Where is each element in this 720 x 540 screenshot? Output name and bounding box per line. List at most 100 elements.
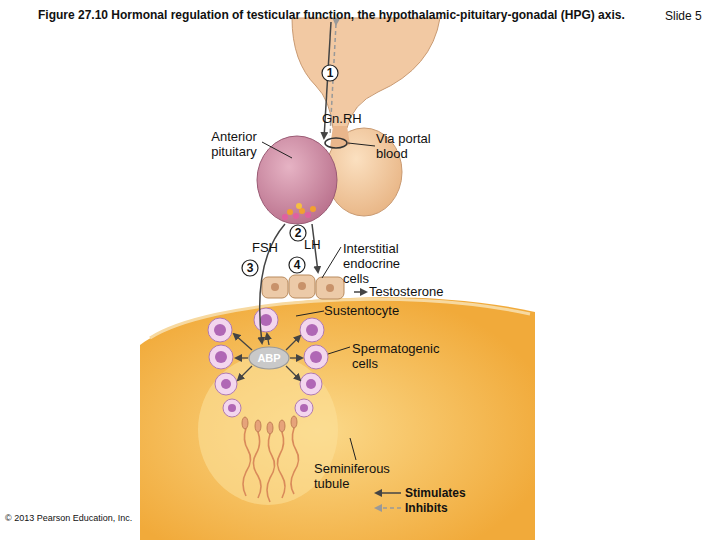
- node-text: ABP: [248, 346, 290, 370]
- anterior-pituitary-lobe: [257, 136, 337, 224]
- sperm-tail: [253, 432, 261, 498]
- hormone-label: Gn.RH: [322, 111, 362, 126]
- callout-number: 4: [288, 256, 306, 274]
- callout-number: 1: [321, 64, 339, 82]
- legend-text: Stimulates: [405, 486, 466, 500]
- sperm-heads: [242, 416, 297, 434]
- spermatogenic-cell: [215, 373, 237, 395]
- portal-vessel: [325, 138, 347, 148]
- cell-nucleus: [260, 314, 272, 326]
- sperm-tail: [267, 434, 275, 502]
- cell-nucleus: [214, 324, 226, 336]
- seminiferous-tubule-wall: [140, 297, 535, 540]
- part-label: Interstitial endocrine cells: [343, 241, 415, 286]
- slide-number: Slide 5: [665, 9, 702, 23]
- part-label: Via portal blood: [376, 131, 448, 161]
- abp-arrow: [236, 357, 248, 358]
- node-text: 2: [289, 224, 307, 242]
- hormone-granules: [282, 203, 316, 220]
- hypothalamus: [292, 18, 440, 128]
- cell-nucleus: [300, 404, 308, 412]
- leader-line: [328, 347, 350, 354]
- abp-oval: ABP: [248, 346, 290, 370]
- leader-lines: [262, 142, 375, 460]
- abp-arrow: [234, 334, 252, 350]
- part-label: Seminiferous tubule: [314, 461, 404, 491]
- leader-line: [322, 247, 341, 278]
- sperm-tail: [243, 428, 251, 496]
- spermatogenic-cell: [300, 373, 322, 395]
- part-label: Sustentocyte: [324, 303, 399, 318]
- spermatogenic-cell: [300, 318, 324, 342]
- testosterone-arrow: [354, 291, 366, 293]
- cell-nucleus: [228, 404, 236, 412]
- spermatogenic-cell: [223, 399, 241, 417]
- leader-line: [348, 143, 375, 146]
- spermatogenic-cell: [304, 345, 328, 369]
- sperm-head: [255, 420, 261, 432]
- cell-nucleus: [306, 324, 318, 336]
- leader-line: [350, 438, 356, 460]
- sperm-head: [242, 417, 248, 429]
- cell-nucleus: [310, 351, 322, 363]
- node-shape: [322, 65, 338, 81]
- hormone-label: LH: [304, 237, 321, 252]
- part-label: Spermatogenic cells: [352, 341, 452, 371]
- node-text: 1: [321, 64, 339, 82]
- node-text: 3: [241, 259, 259, 277]
- sperm-head: [279, 420, 285, 432]
- hormone-label: FSH: [252, 240, 278, 255]
- abp-arrow: [286, 336, 300, 350]
- cell-nucleus: [215, 351, 227, 363]
- callout-number: 3: [241, 259, 259, 277]
- spermatogenic-cell: [209, 345, 233, 369]
- cell-nucleus: [326, 284, 334, 292]
- node-shape: [249, 347, 289, 369]
- sperm-tail: [291, 428, 299, 494]
- legend-inhibits-sample: [376, 507, 401, 509]
- node-shape: [289, 257, 305, 273]
- spermatogenic-cell: [254, 308, 278, 332]
- abp-arrows: [234, 334, 302, 380]
- cell-nucleus: [271, 283, 279, 291]
- hormone-label: Testosterone: [369, 284, 443, 299]
- cell-nucleus: [306, 379, 316, 389]
- legend-stimulates-sample: [376, 492, 401, 494]
- callout-number: 2: [289, 224, 307, 242]
- granule: [293, 213, 299, 219]
- legend-text: Inhibits: [405, 501, 448, 515]
- sperm: [243, 428, 299, 502]
- abp-arrow: [267, 334, 269, 345]
- sperm-tail: [277, 432, 285, 498]
- abp-arrow: [238, 366, 252, 380]
- granule: [296, 203, 302, 209]
- granule: [305, 212, 311, 218]
- cell-nucleus: [298, 282, 306, 290]
- interstitial-cell: [289, 275, 315, 298]
- granule: [299, 208, 305, 214]
- abp-arrow: [286, 366, 300, 380]
- granule: [287, 209, 293, 215]
- interstitial-cell: [316, 277, 344, 299]
- spermatogenic-cell: [208, 318, 232, 342]
- granule: [282, 214, 288, 220]
- node-shape: [290, 225, 306, 241]
- sperm-head: [291, 416, 297, 428]
- leader-line: [296, 311, 324, 316]
- granule: [310, 206, 316, 212]
- interstitial-cells: [262, 275, 344, 299]
- sperm-head: [267, 422, 273, 434]
- spermatogenic-cell: [295, 399, 313, 417]
- abp-arrow: [290, 357, 302, 358]
- node-shape: [242, 260, 258, 276]
- figure-title: Figure 27.10 Hormonal regulation of test…: [38, 8, 658, 22]
- part-label: Anterior pituitary: [202, 129, 266, 159]
- cell-nucleus: [221, 379, 231, 389]
- basement-membrane: [150, 299, 530, 338]
- copyright-note: © 2013 Pearson Education, Inc.: [5, 513, 132, 524]
- node-text: 4: [288, 256, 306, 274]
- leader-line: [262, 142, 292, 158]
- spermatogenic-cells: [208, 308, 328, 417]
- interstitial-cell: [262, 277, 288, 298]
